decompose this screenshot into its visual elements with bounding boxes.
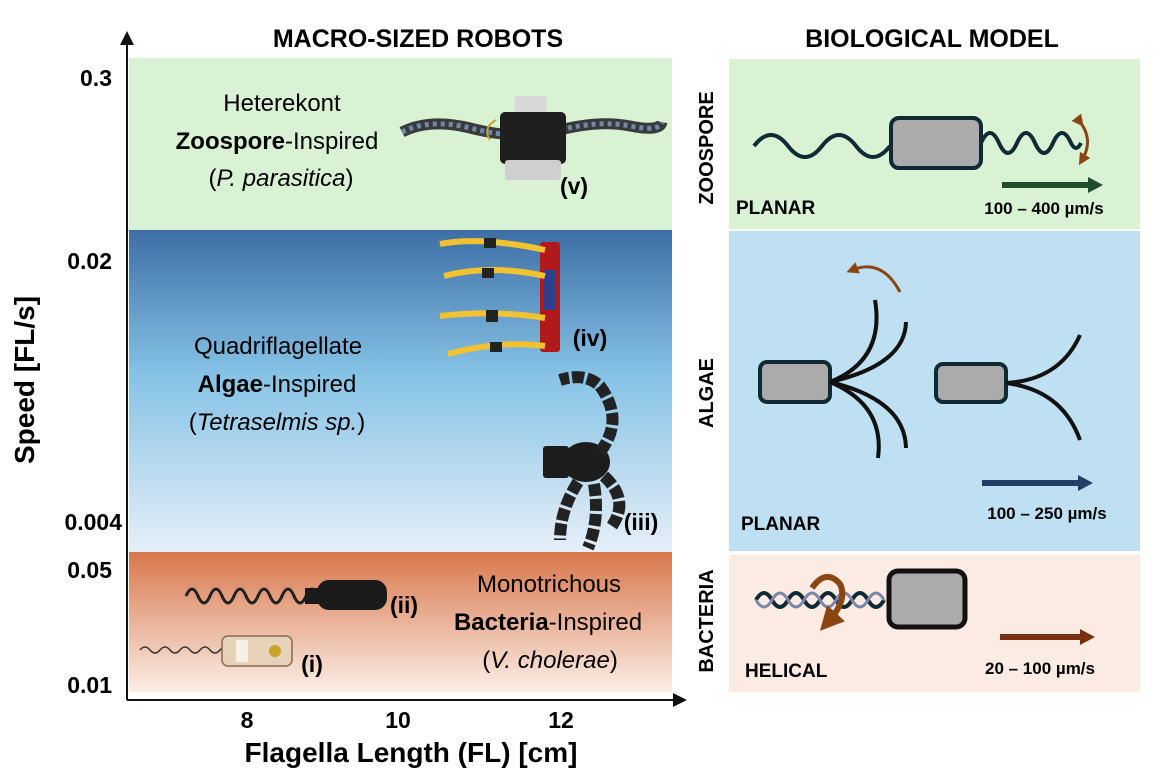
- algae-speed-arrowhead: [1078, 475, 1093, 491]
- side-label-bacteria: BACTERIA: [696, 569, 718, 672]
- algae-species: (Tetraselmis sp.): [189, 409, 366, 436]
- ytick-0-01: 0.01: [67, 672, 112, 698]
- algae-line2: Algae-Inspired: [198, 371, 357, 398]
- bacteria-species: (V. cholerae): [482, 647, 618, 674]
- bacteria-line1: Monotrichous: [477, 571, 621, 598]
- zoospore-line2: Zoospore-Inspired: [176, 128, 379, 155]
- algae-robot-iv-image: [439, 238, 560, 357]
- zoospore-band: [129, 58, 672, 230]
- ytick-0-004: 0.004: [64, 509, 122, 535]
- robot-label-ii: (ii): [390, 592, 418, 618]
- zoospore-robot-image: [399, 96, 668, 180]
- side-label-algae: ALGAE: [696, 358, 718, 428]
- x-axis-label: Flagella Length (FL) [cm]: [245, 737, 578, 768]
- ytick-0-05: 0.05: [67, 557, 112, 583]
- y-axis-label: Speed [FL/s]: [9, 296, 40, 464]
- robot-label-iii: (iii): [624, 509, 659, 535]
- robot-label-iv: (iv): [573, 325, 608, 351]
- bacteria-speed: 20 – 100 µm/s: [985, 659, 1095, 678]
- bacteria-model-diagram: [754, 568, 968, 631]
- side-label-zoospore: ZOOSPORE: [696, 91, 718, 204]
- bacteria-band: [129, 552, 672, 692]
- algae-line1: Quadriflagellate: [194, 333, 362, 360]
- zoospore-speed-arrowhead: [1088, 177, 1103, 193]
- xtick-8: 8: [241, 707, 254, 733]
- zoospore-model-diagram: [752, 113, 1091, 170]
- ytick-0-02: 0.02: [67, 248, 112, 274]
- bacteria-line2: Bacteria-Inspired: [454, 609, 642, 636]
- zoospore-motion: PLANAR: [736, 198, 815, 219]
- zoospore-species: (P. parasitica): [209, 165, 354, 192]
- robot-label-i: (i): [301, 651, 323, 677]
- algae-speed: 100 – 250 µm/s: [987, 504, 1106, 523]
- bacteria-robot-i-image: [139, 635, 293, 667]
- bacteria-robot-ii-image: [184, 580, 387, 610]
- robot-label-v: (v): [560, 173, 588, 199]
- zoospore-line1: Heterekont: [223, 90, 341, 117]
- bacteria-motion: HELICAL: [745, 661, 828, 682]
- xtick-12: 12: [548, 707, 574, 733]
- left-header: MACRO-SIZED ROBOTS: [273, 25, 563, 53]
- right-header: BIOLOGICAL MODEL: [805, 25, 1059, 53]
- algae-band: [129, 230, 672, 552]
- algae-robot-iii-image: [543, 371, 626, 551]
- zoospore-speed: 100 – 400 µm/s: [984, 199, 1103, 218]
- algae-motion: PLANAR: [741, 514, 820, 535]
- bacteria-speed-arrowhead: [1080, 629, 1095, 645]
- ytick-0-3: 0.3: [80, 65, 112, 91]
- xtick-10: 10: [385, 707, 411, 733]
- algae-model-diagram: [758, 262, 1082, 459]
